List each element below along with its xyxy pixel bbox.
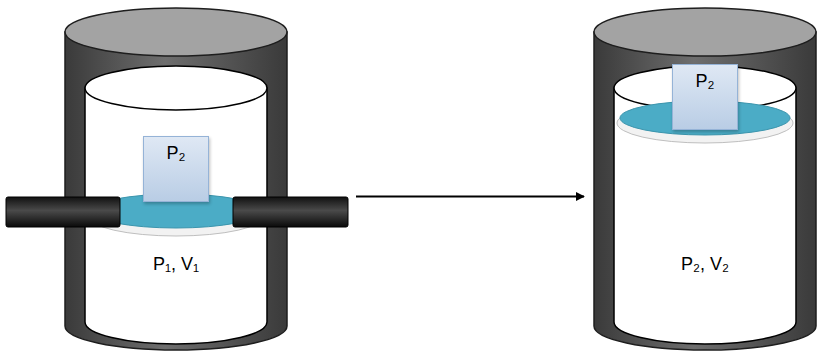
text-holder: P₁, V₁: [96, 254, 256, 275]
state-label: P₂, V₂: [681, 254, 729, 275]
process-arrow: [356, 196, 584, 198]
housing-wall: [65, 32, 287, 350]
cylinder-illustration: [590, 4, 830, 354]
housing-wall: [594, 32, 816, 350]
pressure-label: P₂: [696, 71, 715, 92]
text-holder: P₂: [673, 71, 737, 92]
weight-block: P₂: [143, 136, 209, 202]
text-holder: P₂: [144, 143, 208, 164]
text-holder: P₂, V₂: [625, 254, 785, 275]
stop-pin: [233, 197, 348, 227]
cylinder-opening: [85, 66, 267, 110]
piston-cylinder: P₁, V₁ P₂: [5, 4, 350, 354]
state-label: P₁, V₁: [153, 254, 199, 275]
housing-lid: [594, 8, 816, 56]
pressure-label: P₂: [167, 143, 186, 164]
weight-block: P₂: [672, 64, 738, 130]
piston-cylinder: P₂, V₂ P₂: [590, 4, 830, 354]
housing-lid: [65, 8, 287, 56]
stop-pin: [6, 197, 120, 227]
